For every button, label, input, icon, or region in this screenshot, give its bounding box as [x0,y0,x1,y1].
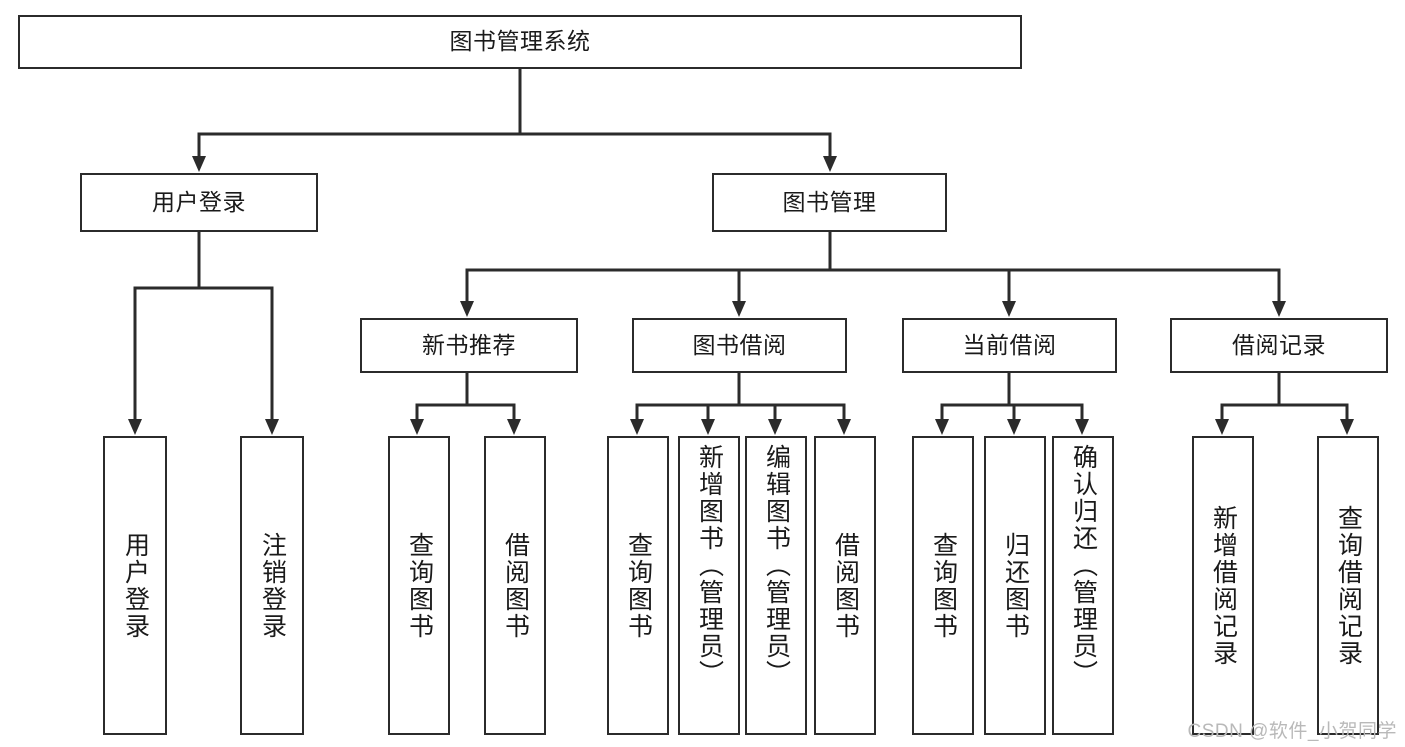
node-leaves-10[interactable]: 确认归还（管理员） [1052,436,1114,735]
arrow-leaf-userlogin-icon [128,419,142,435]
node-root[interactable]: 图书管理系统 [18,15,1022,69]
node-label: 当前借阅 [962,331,1057,358]
arrow-leaf-logout-icon [265,419,279,435]
node-label: 借阅图书 [501,531,530,640]
node-leaves-3[interactable]: 借阅图书 [484,436,546,735]
node-label: 确认归还（管理员） [1069,444,1098,687]
node-leaves-5[interactable]: 新增图书（管理员） [678,436,740,735]
arrow-bw-l1-icon [630,419,644,435]
arrow-current-icon [1002,301,1016,317]
node-leaves-9[interactable]: 归还图书 [984,436,1046,735]
node-leaves-8[interactable]: 查询图书 [912,436,974,735]
arrow-nb-l1-icon [410,419,424,435]
node-label: 借阅图书 [831,531,860,640]
node-label: 新增图书（管理员） [695,444,724,687]
node-level3-2[interactable]: 当前借阅 [902,318,1117,373]
node-label: 新增借阅记录 [1209,504,1238,667]
arrow-newbook-icon [460,301,474,317]
node-label: 注销登录 [258,531,287,640]
watermark-text: CSDN @软件_小贺同学 [1187,721,1397,742]
arrow-cur-l1-icon [935,419,949,435]
node-leaves-12[interactable]: 查询借阅记录 [1317,436,1379,735]
arrow-rec-l2-icon [1340,419,1354,435]
node-leaves-11[interactable]: 新增借阅记录 [1192,436,1254,735]
node-leaves-6[interactable]: 编辑图书（管理员） [745,436,807,735]
node-label: 图书管理系统 [449,28,591,55]
node-level2-0[interactable]: 用户登录 [80,173,318,232]
node-label: 查询图书 [405,531,434,640]
node-leaves-0[interactable]: 用户登录 [103,436,167,735]
node-label: 用户登录 [152,188,246,215]
node-label: 编辑图书（管理员） [762,444,791,687]
node-level3-0[interactable]: 新书推荐 [360,318,578,373]
arrow-userlogin-icon [192,156,206,172]
node-leaves-4[interactable]: 查询图书 [607,436,669,735]
node-level3-3[interactable]: 借阅记录 [1170,318,1388,373]
arrow-bookmgmt-icon [823,156,837,172]
node-level3-1[interactable]: 图书借阅 [632,318,847,373]
node-label: 用户登录 [121,531,150,640]
node-label: 查询图书 [624,531,653,640]
node-label: 查询借阅记录 [1334,504,1363,667]
node-label: 借阅记录 [1232,331,1326,358]
node-leaves-2[interactable]: 查询图书 [388,436,450,735]
node-label: 归还图书 [1001,531,1030,640]
arrow-cur-l3-icon [1075,419,1089,435]
arrow-borrow-icon [732,301,746,317]
arrow-bw-l3-icon [768,419,782,435]
arrow-record-icon [1272,301,1286,317]
node-level2-1[interactable]: 图书管理 [712,173,947,232]
node-leaves-7[interactable]: 借阅图书 [814,436,876,735]
arrow-nb-l2-icon [507,419,521,435]
node-label: 新书推荐 [422,331,516,358]
arrow-bw-l4-icon [837,419,851,435]
arrow-rec-l1-icon [1215,419,1229,435]
arrow-bw-l2-icon [701,419,715,435]
node-label: 图书管理 [782,188,877,215]
arrow-cur-l2-icon [1007,419,1021,435]
node-label: 图书借阅 [692,331,787,358]
node-label: 查询图书 [929,531,958,640]
node-leaves-1[interactable]: 注销登录 [240,436,304,735]
